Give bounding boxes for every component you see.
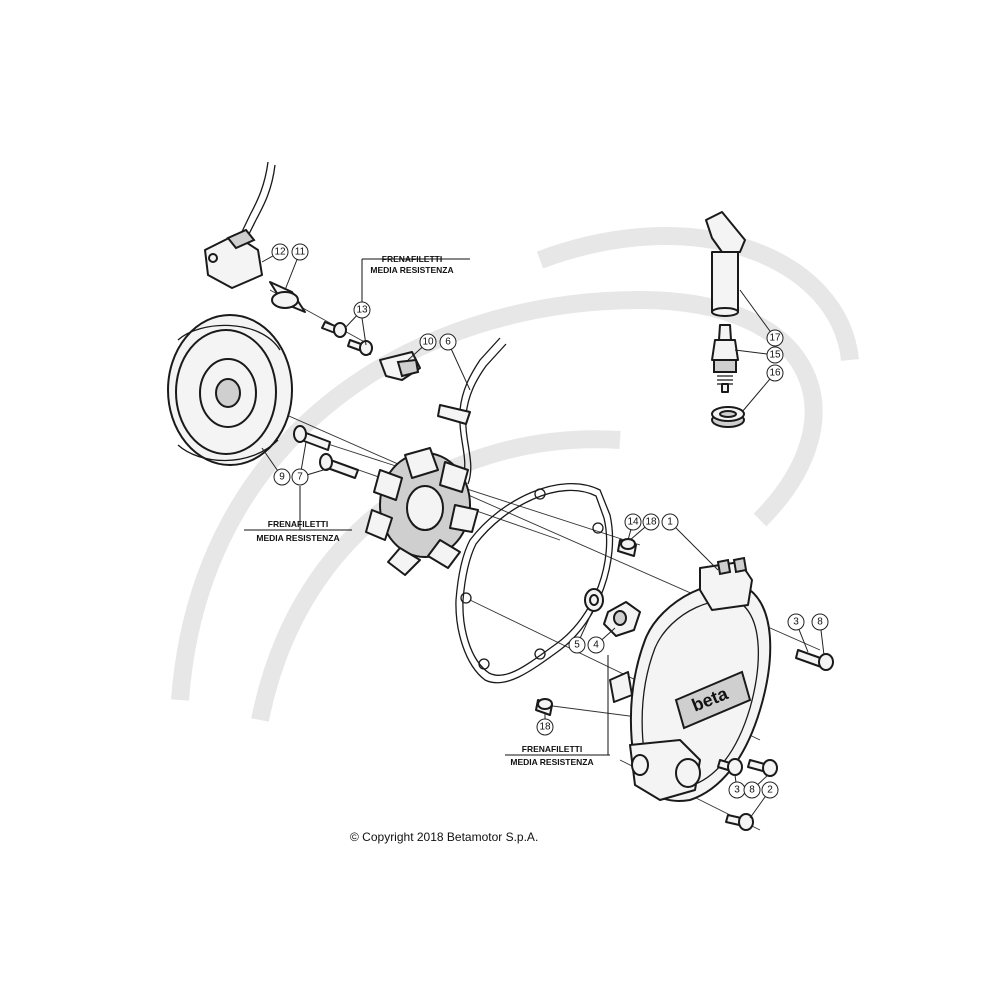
callout-12: 12 bbox=[271, 243, 289, 261]
callout-6: 6 bbox=[439, 333, 457, 351]
callout-label: 8 bbox=[749, 785, 755, 796]
callout-14: 14 bbox=[624, 513, 642, 531]
callout-label: 3 bbox=[793, 617, 799, 628]
callout-label: 10 bbox=[422, 337, 434, 348]
copyright-text: © Copyright 2018 Betamotor S.p.A. bbox=[350, 830, 538, 844]
stator-coil bbox=[365, 447, 479, 576]
callout-label: 8 bbox=[817, 617, 823, 628]
callout-18-bottom: 18 bbox=[536, 718, 554, 736]
threadlock-note-top: FRENAFILETTI MEDIA RESISTENZA bbox=[361, 254, 470, 310]
spark-plug-cap bbox=[705, 211, 746, 317]
callout-label: 3 bbox=[734, 785, 740, 796]
rotor-bolts bbox=[293, 425, 359, 479]
callout-label: 18 bbox=[539, 722, 551, 733]
fixing-screws bbox=[321, 321, 373, 356]
cover-screws bbox=[717, 649, 834, 831]
threadlock-note-left: FRENAFILETTI MEDIA RESISTENZA bbox=[244, 486, 352, 543]
note-line1: FRENAFILETTI bbox=[382, 254, 442, 264]
callout-label: 2 bbox=[767, 785, 773, 796]
callout-9: 9 bbox=[273, 468, 291, 486]
callout-8-bottom: 8 bbox=[743, 781, 761, 799]
callout-leaders bbox=[261, 251, 825, 819]
callout-15: 15 bbox=[766, 346, 784, 364]
stator-cable bbox=[437, 337, 507, 485]
callout-18-top: 18 bbox=[642, 513, 660, 531]
threadlock-note-bottom: FRENAFILETTI MEDIA RESISTENZA bbox=[505, 655, 610, 767]
callout-label: 6 bbox=[445, 337, 451, 348]
wiring-connector bbox=[204, 161, 276, 289]
ignition-cover: beta bbox=[609, 556, 772, 802]
callout-10: 10 bbox=[419, 333, 437, 351]
spark-plug bbox=[711, 324, 739, 393]
callout-label: 1 bbox=[667, 517, 673, 528]
note-line1: FRENAFILETTI bbox=[522, 744, 582, 754]
callout-5: 5 bbox=[568, 636, 586, 654]
callout-11: 11 bbox=[291, 243, 309, 261]
callout-7: 7 bbox=[291, 468, 309, 486]
callout-label: 16 bbox=[769, 368, 781, 379]
callout-label: 9 bbox=[279, 472, 285, 483]
dowel-pins bbox=[535, 538, 637, 716]
callout-label: 13 bbox=[356, 305, 368, 316]
callout-1: 1 bbox=[661, 513, 679, 531]
note-line2: MEDIA RESISTENZA bbox=[510, 757, 593, 767]
callout-label: 7 bbox=[297, 472, 303, 483]
callout-label: 15 bbox=[769, 350, 781, 361]
sleeve-part bbox=[269, 281, 306, 313]
note-line1: FRENAFILETTI bbox=[268, 519, 328, 529]
callout-3-bottom: 3 bbox=[728, 781, 746, 799]
callout-label: 4 bbox=[593, 640, 599, 651]
spark-plug-seal bbox=[711, 406, 745, 428]
cover-gasket bbox=[455, 483, 614, 684]
callout-16: 16 bbox=[766, 364, 784, 382]
callout-3-right: 3 bbox=[787, 613, 805, 631]
callout-17: 17 bbox=[766, 329, 784, 347]
flange-nut bbox=[603, 601, 641, 637]
note-line2: MEDIA RESISTENZA bbox=[370, 265, 453, 275]
callout-label: 5 bbox=[574, 640, 580, 651]
callout-8-right: 8 bbox=[811, 613, 829, 631]
cable-clip bbox=[379, 351, 421, 381]
callout-label: 12 bbox=[274, 247, 286, 258]
callout-label: 18 bbox=[645, 517, 657, 528]
callout-4: 4 bbox=[587, 636, 605, 654]
callout-label: 11 bbox=[295, 247, 306, 258]
callout-label: 14 bbox=[627, 517, 639, 528]
callout-13: 13 bbox=[353, 301, 371, 319]
brand-badge: beta bbox=[674, 670, 752, 730]
callout-2: 2 bbox=[761, 781, 779, 799]
callout-label: 17 bbox=[769, 333, 781, 344]
washer bbox=[584, 588, 604, 612]
note-line2: MEDIA RESISTENZA bbox=[256, 533, 339, 543]
flywheel-rotor bbox=[167, 314, 293, 466]
